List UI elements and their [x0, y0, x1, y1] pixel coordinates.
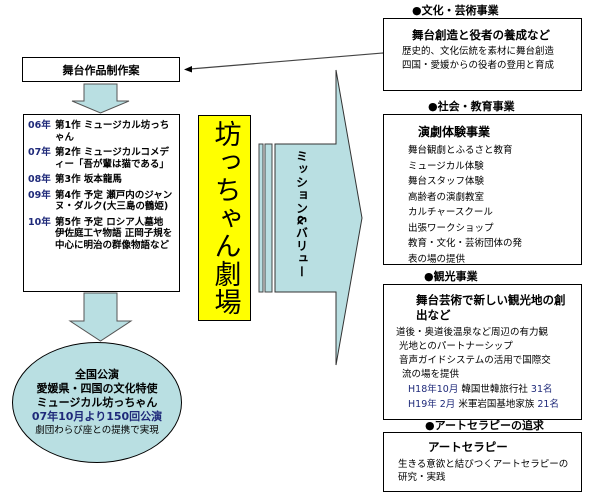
box-line: 舞台スタッフ体験: [408, 176, 485, 187]
theater-name: 坊っちゃん劇場: [209, 120, 241, 316]
theater-name-box: 坊っちゃん劇場: [198, 115, 251, 321]
production-plan-list: 06年 第1作 ミュージカル坊っちゃん 07年 第2作 ミュージカルコメディー「…: [23, 114, 180, 292]
stage-production-plan-label: 舞台作品制作案: [62, 63, 140, 77]
plan-row: 08年 第3作 坂本龍馬: [28, 174, 175, 186]
section-heading-social: ●社会・教育事業: [428, 100, 515, 113]
box-title: 舞台芸術で新しい観光地の創出など: [416, 293, 566, 322]
box-line: 教育・文化・芸術団体の発: [408, 238, 523, 249]
ellipse-line: ミュージカル坊っちゃん: [36, 395, 158, 409]
social-education-box: 演劇体験事業 舞台観劇とふるさと教育 ミュージカル体験 舞台スタッフ体験 高齢者…: [383, 114, 582, 265]
box-line: 生きる意欲と結びつくアートセラピーの: [398, 459, 569, 470]
box-line: 流の場を提供: [402, 369, 460, 380]
plan-text: 第2作 ミュージカルコメディー「吾が輩は猫である」: [55, 147, 170, 170]
mission-value-label: ミッション&バリュー: [294, 150, 309, 279]
mission-arrow-shape: [274, 69, 363, 366]
box-line: 研究・実践: [398, 472, 446, 483]
tourism-record: H18年10月 韓国世韓旅行社 31名: [408, 382, 581, 397]
plan-row: 09年 第4作 予定 瀬戸内のジャンヌ・ダルク(大三島の鶴姫): [28, 190, 175, 213]
plan-year: 08年: [28, 174, 51, 185]
box-line: 歴史的、文化伝統を素材に舞台創造: [402, 46, 555, 57]
tourism-box: 舞台芸術で新しい観光地の創出など 道後・奥道後温泉など周辺の有力観 光地とのパー…: [383, 284, 582, 420]
record-count: 21名: [537, 399, 559, 410]
plan-year: 09年: [28, 189, 51, 201]
connector-arrowhead-icon: [184, 66, 192, 73]
mission-value-label-wrap: ミッション&バリュー: [288, 150, 316, 290]
stage-production-plan-box: 舞台作品制作案: [22, 57, 180, 82]
national-tour-ellipse: 全国公演 愛媛県・四国の文化特使 ミュージカル坊っちゃん 07年10月より150…: [12, 342, 182, 463]
box-line: 表の場の提供: [408, 253, 466, 265]
plan-text: 第1作 ミュージカル坊っちゃん: [55, 120, 170, 143]
plan-text: 第5作 予定 ロシア人墓地 伊佐庭工ヤ物語 正岡子規を中心に明治の群像物語など: [55, 216, 173, 251]
culture-arts-box: 舞台創造と役者の養成など 歴史的、文化伝統を素材に舞台創造 四国・愛媛からの役者…: [383, 18, 582, 91]
down-arrow-icon: [68, 292, 133, 342]
record-count: 31名: [530, 384, 553, 395]
arrow-stripe: [264, 143, 273, 293]
section-heading-tourism: ●観光事業: [424, 270, 478, 283]
plan-text: 第3作 坂本龍馬: [55, 174, 122, 185]
box-title: 舞台創造と役者の養成など: [412, 28, 550, 42]
record-name: 米軍岩国基地家族: [458, 399, 535, 410]
box-title: 演劇体験事業: [418, 125, 491, 139]
plan-row: 10年 第5作 予定 ロシア人墓地 伊佐庭工ヤ物語 正岡子規を中心に明治の群像物…: [28, 217, 175, 252]
connector-line: [189, 52, 384, 70]
box-line: 音声ガイドシステムの活用で国際交: [399, 355, 551, 366]
section-heading-art-therapy: ●アートセラピーの追求: [425, 419, 544, 432]
arrow-stripe: [258, 143, 264, 293]
box-line: 四国・愛媛からの役者の登用と育成: [402, 60, 555, 71]
ellipse-line: 劇団わらび座との提携で実現: [35, 424, 159, 436]
ellipse-line: 愛媛県・四国の文化特使: [36, 381, 158, 395]
box-line: ミュージカル体験: [408, 160, 484, 172]
ellipse-line: 07年10月より150回公演: [31, 409, 163, 423]
box-line: 出張ワークショップ: [408, 222, 494, 234]
box-title: アートセラピー: [428, 440, 508, 454]
box-line: カルチャースクール: [408, 207, 493, 218]
record-date: H18年10月: [408, 384, 459, 395]
plan-year: 06年: [28, 120, 51, 131]
plan-year: 10年: [28, 216, 51, 228]
box-line: 高齢者の演劇教室: [408, 191, 485, 203]
plan-text: 第4作 予定 瀬戸内のジャンヌ・ダルク(大三島の鶴姫): [55, 189, 173, 213]
plan-year: 07年: [28, 147, 51, 158]
down-arrow-icon: [71, 83, 130, 114]
box-line: 道後・奥道後温泉など周辺の有力観: [396, 327, 549, 338]
section-heading-culture: ●文化・芸術事業: [412, 4, 499, 17]
ellipse-line: 全国公演: [75, 367, 119, 381]
plan-row: 06年 第1作 ミュージカル坊っちゃん: [28, 120, 175, 143]
box-line: 光地とのパートナーシップ: [399, 341, 513, 352]
box-line: 舞台観劇とふるさと教育: [408, 145, 513, 156]
plan-row: 07年 第2作 ミュージカルコメディー「吾が輩は猫である」: [28, 147, 175, 170]
record-name: 韓国世韓旅行社: [461, 384, 528, 395]
record-date: H19年 2月: [408, 399, 456, 410]
art-therapy-box: アートセラピー 生きる意欲と結びつくアートセラピーの 研究・実践: [383, 432, 582, 492]
tourism-record: H19年 2月 米軍岩国基地家族 21名: [408, 397, 581, 412]
